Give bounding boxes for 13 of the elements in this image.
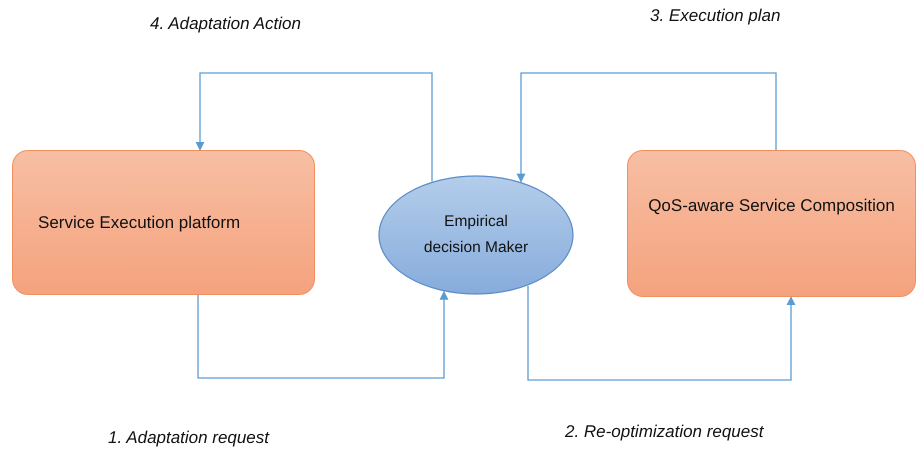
- process-box: [12, 150, 315, 295]
- node-label: Service Execution platform: [38, 212, 240, 234]
- step-label: 2. Re-optimization request: [565, 422, 764, 442]
- node-label: Empirical decision Maker: [422, 212, 530, 258]
- connector-arrow: [196, 72, 433, 182]
- step-label: 4. Adaptation Action: [150, 14, 301, 34]
- step-label: 1. Adaptation request: [108, 428, 269, 448]
- connector-arrow: [197, 290, 448, 379]
- connector-arrow: [516, 72, 777, 183]
- connector-arrow: [527, 286, 796, 381]
- process-box: [627, 150, 916, 297]
- step-label: 3. Execution plan: [650, 6, 780, 26]
- node-label: QoS-aware Service Composition: [647, 194, 896, 216]
